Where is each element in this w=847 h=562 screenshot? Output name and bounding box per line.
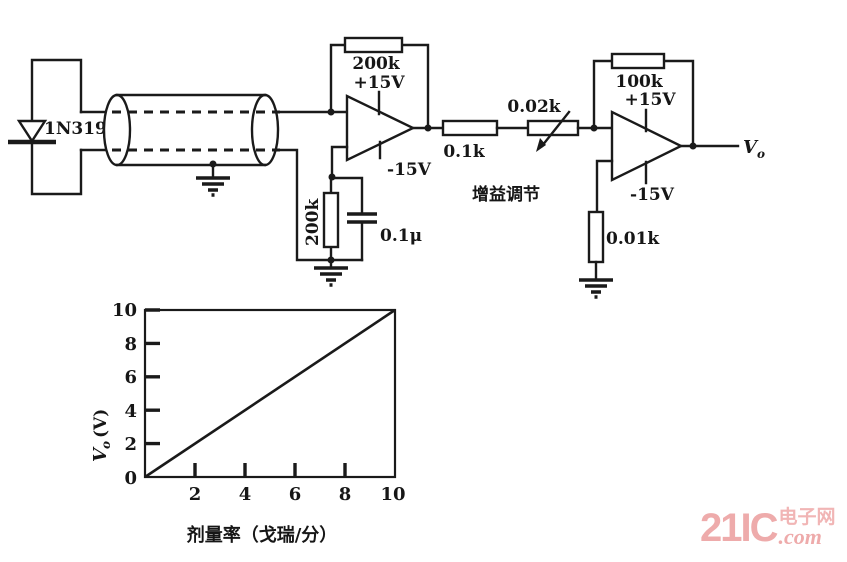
- y-tick-8: 8: [124, 334, 137, 355]
- y-tick-0: 0: [124, 468, 137, 489]
- x-tick-2: 2: [189, 484, 202, 505]
- pot-value-label: 0.02k: [507, 97, 561, 117]
- resistor-feedback1-label: 200k: [352, 54, 400, 74]
- opamp2-vminus-label: -15V: [630, 185, 675, 205]
- detector-enclosure: [8, 58, 83, 196]
- ground-icon: [579, 278, 613, 299]
- opamp2: [579, 52, 740, 299]
- photodiode-icon: [16, 119, 48, 144]
- output-voltage-subscript: o: [757, 147, 765, 161]
- watermark-site-name: 电子网: [778, 507, 836, 528]
- resistor-200k-label: 200k: [303, 198, 323, 246]
- capacitor-icon: [347, 212, 377, 224]
- opamp1: [278, 36, 445, 181]
- y-tick-6: 6: [124, 367, 137, 388]
- opamp1-vplus-label: +15V: [353, 73, 405, 93]
- opamp1-vminus-label: -15V: [387, 160, 432, 180]
- x-tick-4: 4: [239, 484, 252, 505]
- resistor-01k-icon: [441, 119, 499, 137]
- ground-icon: [314, 266, 348, 287]
- resistor-feedback1-icon: [343, 36, 404, 54]
- y-axis-label: V o (V): [90, 409, 113, 462]
- y-axis-ticks: [145, 308, 160, 446]
- resistor-feedback2-label: 100k: [615, 72, 663, 92]
- y-tick-4: 4: [124, 401, 137, 422]
- resistor-001k-icon: [587, 210, 605, 264]
- input-rc-network: [278, 148, 377, 287]
- x-tick-8: 8: [339, 484, 352, 505]
- y-axis-label-sub: o: [99, 441, 113, 449]
- resistor-01k-label: 0.1k: [443, 142, 486, 162]
- y-tick-2: 2: [124, 434, 137, 455]
- y-axis-label-v: V: [90, 446, 111, 462]
- y-tick-10: 10: [112, 300, 137, 321]
- site-watermark: 21IC 电子网 .com: [700, 508, 836, 548]
- gain-adjust-caption: 增益调节: [472, 184, 540, 205]
- x-axis-label: 剂量率（戈瑞/分）: [187, 524, 338, 546]
- opamp2-vplus-label: +15V: [624, 90, 676, 110]
- capacitor-label: 0.1μ: [380, 226, 422, 246]
- data-line: [144, 308, 396, 479]
- resistor-001k-label: 0.01k: [606, 229, 660, 249]
- gain-potentiometer: [526, 110, 614, 152]
- series-resistor: [441, 119, 530, 137]
- y-axis-label-unit: (V): [91, 409, 111, 438]
- pot-arrow-icon: [536, 138, 546, 152]
- chart-frame: [143, 308, 397, 479]
- shielded-cable-icon: [79, 93, 280, 178]
- watermark-brand: 21IC: [700, 506, 778, 550]
- diode-label: 1N319: [44, 119, 107, 139]
- x-axis-ticks: [193, 463, 347, 477]
- resistor-200k-icon: [322, 191, 340, 249]
- ground-icon: [196, 176, 230, 197]
- output-voltage-label: V: [743, 137, 759, 158]
- watermark-tld: .com: [778, 524, 822, 549]
- resistor-feedback2-icon: [610, 52, 666, 70]
- calibration-chart: [143, 308, 397, 479]
- x-tick-10: 10: [380, 484, 405, 505]
- x-tick-6: 6: [289, 484, 302, 505]
